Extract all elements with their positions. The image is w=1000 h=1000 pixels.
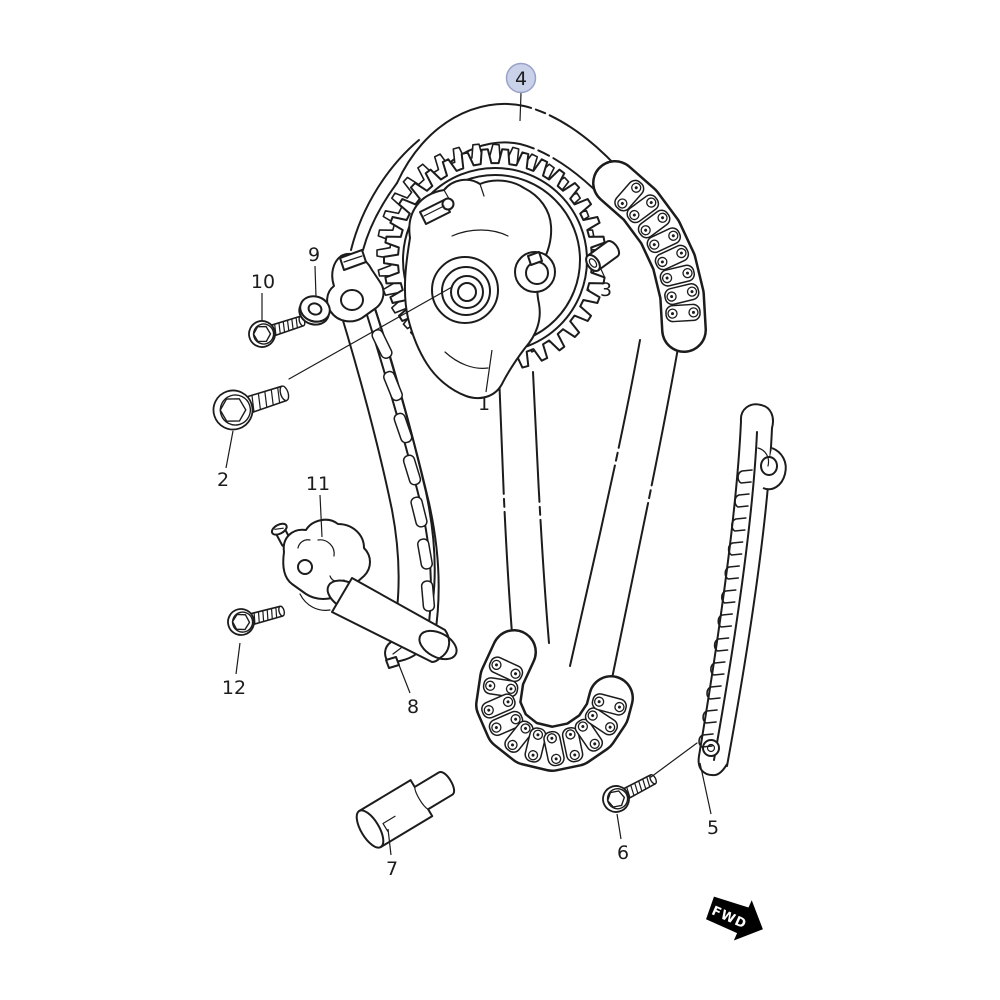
chain-links-top	[592, 160, 707, 353]
washer	[298, 295, 331, 326]
sprocket-bolt-boss	[514, 251, 556, 293]
callout-number[interactable]: 11	[306, 473, 330, 495]
guide-bolt	[248, 315, 306, 348]
callout-leader-line	[387, 828, 392, 856]
chain-links-bottom	[475, 629, 634, 772]
tensioner-rod	[355, 771, 456, 849]
callout-leader-line	[699, 762, 712, 815]
sprocket-center-hole	[431, 256, 499, 324]
cam-chain-tensioner	[270, 518, 458, 663]
callout-leader-line	[616, 813, 622, 840]
callout-8[interactable]: 8	[398, 664, 419, 718]
callout-leader-line	[398, 664, 411, 694]
callout-leader-line	[485, 349, 493, 393]
callout-leader-line	[314, 265, 317, 298]
callout-10[interactable]: 10	[251, 271, 275, 321]
guide-slots	[371, 329, 436, 612]
chain-guide-front	[326, 249, 440, 669]
callout-number[interactable]: 7	[386, 858, 398, 880]
callout-leader-line	[599, 266, 606, 279]
callout-number[interactable]: 6	[617, 842, 629, 864]
callout-7[interactable]: 7	[386, 828, 398, 880]
callout-6[interactable]: 6	[616, 813, 629, 864]
callout-3[interactable]: 3	[599, 266, 612, 301]
callout-number[interactable]: 8	[407, 696, 419, 718]
assembly-axis-lines	[288, 286, 698, 778]
callout-number[interactable]: 4	[515, 68, 527, 90]
flange-bolt-large	[212, 385, 290, 431]
callout-number[interactable]: 9	[308, 244, 320, 266]
callout-number[interactable]: 10	[251, 271, 275, 293]
dowel-pin	[585, 240, 621, 272]
cam-sprocket	[376, 143, 607, 400]
callout-11[interactable]: 11	[306, 473, 330, 538]
callout-number[interactable]: 3	[600, 279, 612, 301]
highlight-balloon[interactable]	[505, 62, 537, 94]
callout-leader-line	[319, 494, 323, 538]
callout-number[interactable]: 5	[707, 817, 719, 839]
callout-12[interactable]: 12	[222, 642, 246, 699]
fwd-arrow-icon	[706, 896, 763, 941]
callout-leader-line	[235, 642, 241, 675]
guide-ribs	[698, 469, 753, 748]
callout-number[interactable]: 2	[217, 469, 229, 491]
chain-guide-rear	[697, 403, 787, 777]
callout-leader-line	[519, 92, 522, 122]
callout-1[interactable]: 1	[478, 349, 493, 415]
callout-number[interactable]: 1	[478, 393, 490, 415]
callout-leader-line	[225, 430, 234, 469]
callout-number[interactable]: 12	[222, 677, 246, 699]
callout-2[interactable]: 2	[217, 430, 234, 491]
guide-rear-bolt	[602, 774, 658, 813]
callout-5[interactable]: 5	[699, 762, 719, 839]
callout-4[interactable]: 4	[505, 62, 537, 122]
tensioner-bolt	[227, 605, 286, 636]
callout-9[interactable]: 9	[308, 244, 320, 298]
fwd-direction-marker: FWD	[706, 896, 763, 941]
